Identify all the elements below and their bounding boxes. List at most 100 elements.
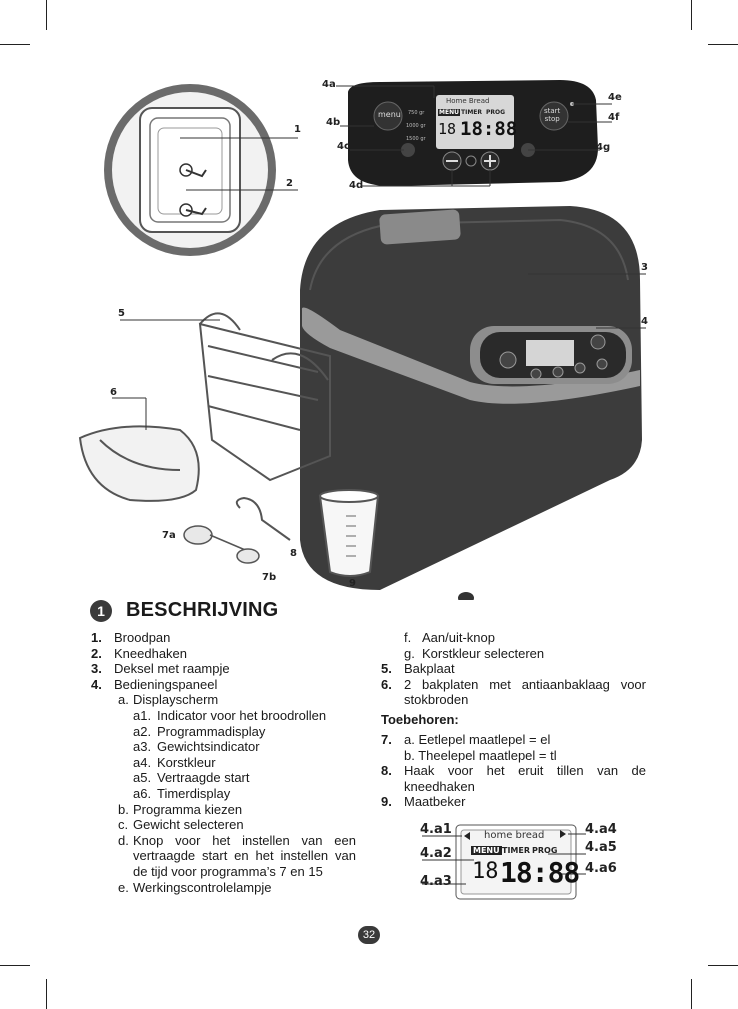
start-stop-label: start stop <box>544 107 560 123</box>
list-item: 6. 2 bakplaten met antiaanbaklaag voor s… <box>381 677 646 708</box>
list-item-number: 4. <box>91 677 102 693</box>
display-item: a1. Indicator voor het broodrollen <box>91 708 356 724</box>
panel-item-label: d. <box>118 833 129 849</box>
callout-7a: 7a <box>162 530 176 541</box>
display-item-text: Indicator voor het broodrollen <box>157 708 326 724</box>
panel-item-label: a. <box>118 692 129 708</box>
panel-item: b. Programma kiezen <box>91 802 356 818</box>
callout-6: 6 <box>110 387 117 398</box>
accessory-item: 7. a. Eetlepel maatlepel = el <box>381 732 646 748</box>
crop-mark <box>708 965 738 966</box>
display-time-digits: 18:88 <box>460 118 517 140</box>
display-item-label: a1. <box>133 708 151 724</box>
display-title: Home Bread <box>446 97 489 105</box>
accessory-text: a. Eetlepel maatlepel = el <box>404 732 550 748</box>
baking-plate <box>80 426 199 500</box>
product-illustration <box>0 0 738 600</box>
list-item-text: 2 bakplaten met antiaanbaklaag voor stok… <box>404 677 646 708</box>
lcd-detail-prog: PROG <box>532 846 557 855</box>
kneading-hook-lifter <box>237 498 290 540</box>
lcd-detail-title: home bread <box>484 830 544 841</box>
display-item-label: a5. <box>133 770 151 786</box>
list-item: 5. Bakplaat <box>381 661 646 677</box>
list-item-number: 3. <box>91 661 102 677</box>
crop-mark <box>691 979 692 1009</box>
bread-pan-inset <box>104 84 276 256</box>
display-item: a2. Programmadisplay <box>91 724 356 740</box>
measuring-spoons <box>184 526 259 563</box>
section-title: BESCHRIJVING <box>126 599 278 622</box>
lcd-label-a3: 4.a3 <box>420 874 452 889</box>
weight-1000: 1000 gr <box>406 123 426 129</box>
callout-4a: 4a <box>322 79 336 90</box>
lcd-detail-time-digits: 18:88 <box>500 856 579 889</box>
lcd-detail-timer: TIMER <box>502 846 530 855</box>
display-item-text: Programmadisplay <box>157 724 265 740</box>
list-item-text: Bakplaat <box>404 661 455 677</box>
stop-label: stop <box>544 115 560 123</box>
callout-4e: 4e <box>608 92 622 103</box>
display-program-digits: 18 <box>438 120 456 138</box>
panel-item: a. Displayscherm <box>91 692 356 708</box>
accessory-item: b. Theelepel maatlepel = tl <box>381 748 646 764</box>
display-item-text: Gewichtsindicator <box>157 739 260 755</box>
lcd-detail-menu-tag: MENU <box>471 846 502 855</box>
panel-item: f. Aan/uit-knop <box>381 630 646 646</box>
section-number-badge: 1 <box>90 600 112 622</box>
panel-item-label: b. <box>118 802 129 818</box>
list-item: 3. Deksel met raampje <box>91 661 356 677</box>
display-item-label: a2. <box>133 724 151 740</box>
crop-mark <box>46 979 47 1009</box>
panel-item-text: Korstkleur selecteren <box>422 646 544 662</box>
callout-4g: 4g <box>596 142 610 153</box>
accessory-text: Maatbeker <box>404 794 465 810</box>
panel-item: c. Gewicht selecteren <box>91 817 356 833</box>
panel-item-text: Programma kiezen <box>133 802 242 818</box>
callout-8: 8 <box>290 548 297 559</box>
panel-item-text: Displayscherm <box>133 692 218 708</box>
panel-item-text: Knop voor het instellen van een vertraag… <box>133 833 356 880</box>
list-item-number: 2. <box>91 646 102 662</box>
crop-mark <box>0 965 30 966</box>
display-timer-label: TIMER <box>461 109 482 116</box>
callout-9: 9 <box>349 578 356 589</box>
callout-7b: 7b <box>262 572 276 583</box>
list-item-text: Broodpan <box>114 630 170 646</box>
accessories-title: Toebehoren: <box>381 712 459 728</box>
panel-item: d. Knop voor het instellen van een vertr… <box>91 833 356 880</box>
panel-item-text: Aan/uit-knop <box>422 630 495 646</box>
callout-2: 2 <box>286 178 293 189</box>
panel-item-label: f. <box>404 630 411 646</box>
lcd-label-a1: 4.a1 <box>420 822 452 837</box>
display-item-text: Vertraagde start <box>157 770 250 786</box>
display-item: a6. Timerdisplay <box>91 786 356 802</box>
accessory-number: 9. <box>381 794 392 810</box>
list-item: 4. Bedieningspaneel <box>91 677 356 693</box>
list-item: 2. Kneedhaken <box>91 646 356 662</box>
menu-button-label: menu <box>378 110 401 119</box>
panel-item-label: g. <box>404 646 415 662</box>
callout-1: 1 <box>294 124 301 135</box>
page-number: 32 <box>358 926 380 944</box>
display-item-text: Timerdisplay <box>157 786 230 802</box>
callout-4f: 4f <box>608 112 619 123</box>
callout-4d: 4d <box>349 180 363 191</box>
callout-4c: 4c <box>337 141 350 152</box>
panel-item: e. Werkingscontrolelampje <box>91 880 356 896</box>
measuring-cup <box>320 490 378 576</box>
accessory-text: b. Theelepel maatlepel = tl <box>404 748 557 764</box>
description-list-right: f. Aan/uit-knop g. Korstkleur selecteren… <box>381 630 646 810</box>
list-item: 1. Broodpan <box>91 630 356 646</box>
start-label: start <box>544 107 560 115</box>
list-item-text: Deksel met raampje <box>114 661 230 677</box>
accessory-text: Haak voor het eruit tillen van de kneedh… <box>404 763 646 794</box>
panel-item-label: e. <box>118 880 129 896</box>
accessory-number: 7. <box>381 732 392 748</box>
list-item-text: Bedieningspaneel <box>114 677 217 693</box>
display-item-label: a4. <box>133 755 151 771</box>
description-list-left: 1. Broodpan 2. Kneedhaken 3. Deksel met … <box>91 630 356 895</box>
callout-4: 4 <box>641 316 648 327</box>
display-item: a5. Vertraagde start <box>91 770 356 786</box>
lcd-label-a5: 4.a5 <box>585 840 617 855</box>
lcd-label-a4: 4.a4 <box>585 822 617 837</box>
